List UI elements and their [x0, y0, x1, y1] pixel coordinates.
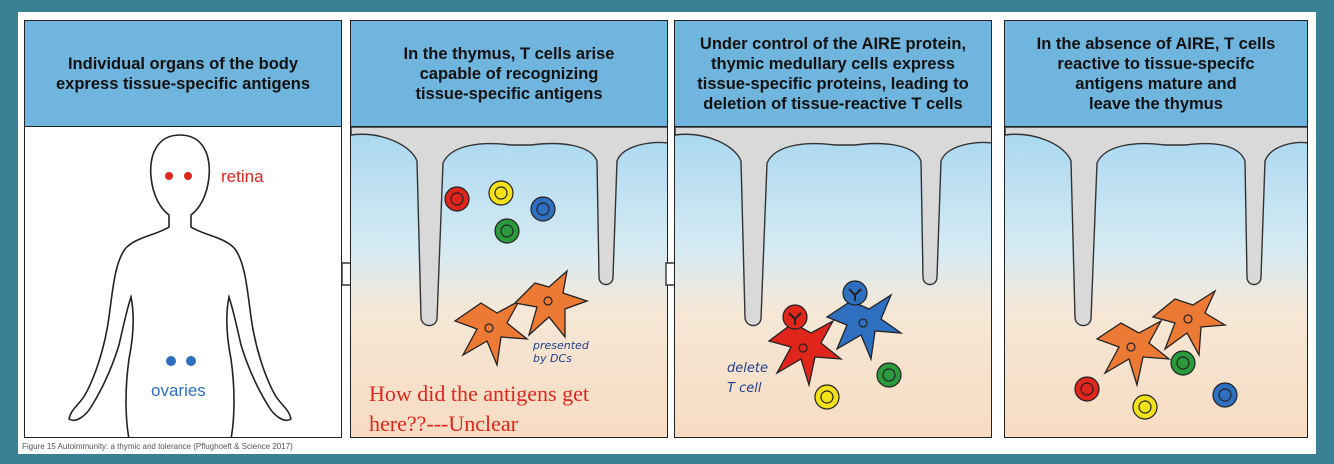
title-line: antigens mature and [1075, 74, 1237, 93]
figure-caption: Figure 15 Autoimmunity: a thymic and tol… [22, 442, 293, 451]
retina-label: retina [221, 167, 264, 186]
t-cell-bound-blue [842, 280, 868, 306]
panel-1-body: retina ovaries [25, 127, 341, 437]
t-cell-yellow [488, 180, 514, 206]
thymus-medulla-4 [1005, 126, 1307, 437]
t-cell-blue [1212, 382, 1238, 408]
retina-dot-right [184, 172, 192, 180]
panel-title-2: In the thymus, T cells arise capable of … [351, 21, 667, 127]
panel-no-aire: In the absence of AIRE, T cells reactive… [1004, 20, 1308, 438]
thymus-tissue-drawing [675, 126, 991, 410]
presented-by-dcs-label: presented by DCs [533, 339, 589, 365]
annotation-note: How did the antigens get here??---Unclea… [369, 379, 667, 437]
dendritic-cell-right [513, 269, 589, 339]
delete-t-cell-label: delete T cell [727, 359, 768, 399]
t-cell-green [494, 218, 520, 244]
title-line: Individual organs of the body [67, 54, 299, 73]
title-line: tissue-specific antigens [415, 84, 603, 103]
title-line: express tissue-specific antigens [55, 74, 311, 93]
thymus-medulla-3: delete T cell [675, 126, 991, 437]
hand-line: delete [727, 361, 768, 376]
dendritic-cell-left [1095, 319, 1172, 388]
title-line: In the absence of AIRE, T cells [1036, 34, 1276, 53]
title-line: deletion of tissue-reactive T cells [703, 94, 963, 113]
title-line: capable of recognizing [419, 64, 599, 83]
panel-title-3: Under control of the AIRE protein, thymi… [675, 21, 991, 127]
t-cell-green [1170, 350, 1196, 376]
t-cell-yellow [814, 384, 840, 410]
hand-line: presented [533, 339, 589, 352]
t-cell-bound-red [782, 304, 808, 330]
ovary-dot-right [186, 356, 196, 366]
title-line: thymic medullary cells express [711, 54, 955, 73]
t-cell-red [1074, 376, 1100, 402]
t-cell-yellow [1132, 394, 1158, 420]
ovary-dot-left [166, 356, 176, 366]
t-cell-red [444, 186, 470, 212]
thymus-tissue-drawing [1005, 126, 1307, 420]
human-body-outline [68, 134, 292, 437]
hand-line: T cell [727, 381, 762, 396]
panel-title-1: Individual organs of the body express ti… [25, 21, 341, 127]
title-line: leave the thymus [1089, 94, 1223, 113]
dendritic-cell-blue [825, 293, 904, 362]
dendritic-cell-right [1151, 289, 1228, 358]
title-line: tissue-specific proteins, leading to [697, 74, 969, 93]
panel-thymus-arise: In the thymus, T cells arise capable of … [350, 20, 668, 438]
title-line: Under control of the AIRE protein, [699, 34, 967, 53]
thymus-tissue-drawing [351, 126, 667, 368]
panel-title-4: In the absence of AIRE, T cells reactive… [1005, 21, 1307, 127]
thymus-medulla-2: presented by DCs How did the antigens ge… [351, 126, 667, 437]
note-line: here??---Unclear [369, 411, 518, 436]
title-line: In the thymus, T cells arise [403, 44, 615, 63]
t-cell-blue [530, 196, 556, 222]
t-cell-green [876, 362, 902, 388]
dendritic-cell-left [453, 299, 530, 368]
retina-dot-left [165, 172, 173, 180]
panel-body-organs: Individual organs of the body express ti… [24, 20, 342, 438]
ovaries-label: ovaries [151, 381, 206, 400]
dendritic-cell-red [767, 319, 844, 388]
title-line: reactive to tissue-specifc [1057, 54, 1255, 73]
note-line: How did the antigens get [369, 381, 589, 406]
figure-sheet: Individual organs of the body express ti… [18, 12, 1316, 454]
panel-aire-deletion: Under control of the AIRE protein, thymi… [674, 20, 992, 438]
hand-line: by DCs [533, 352, 572, 365]
